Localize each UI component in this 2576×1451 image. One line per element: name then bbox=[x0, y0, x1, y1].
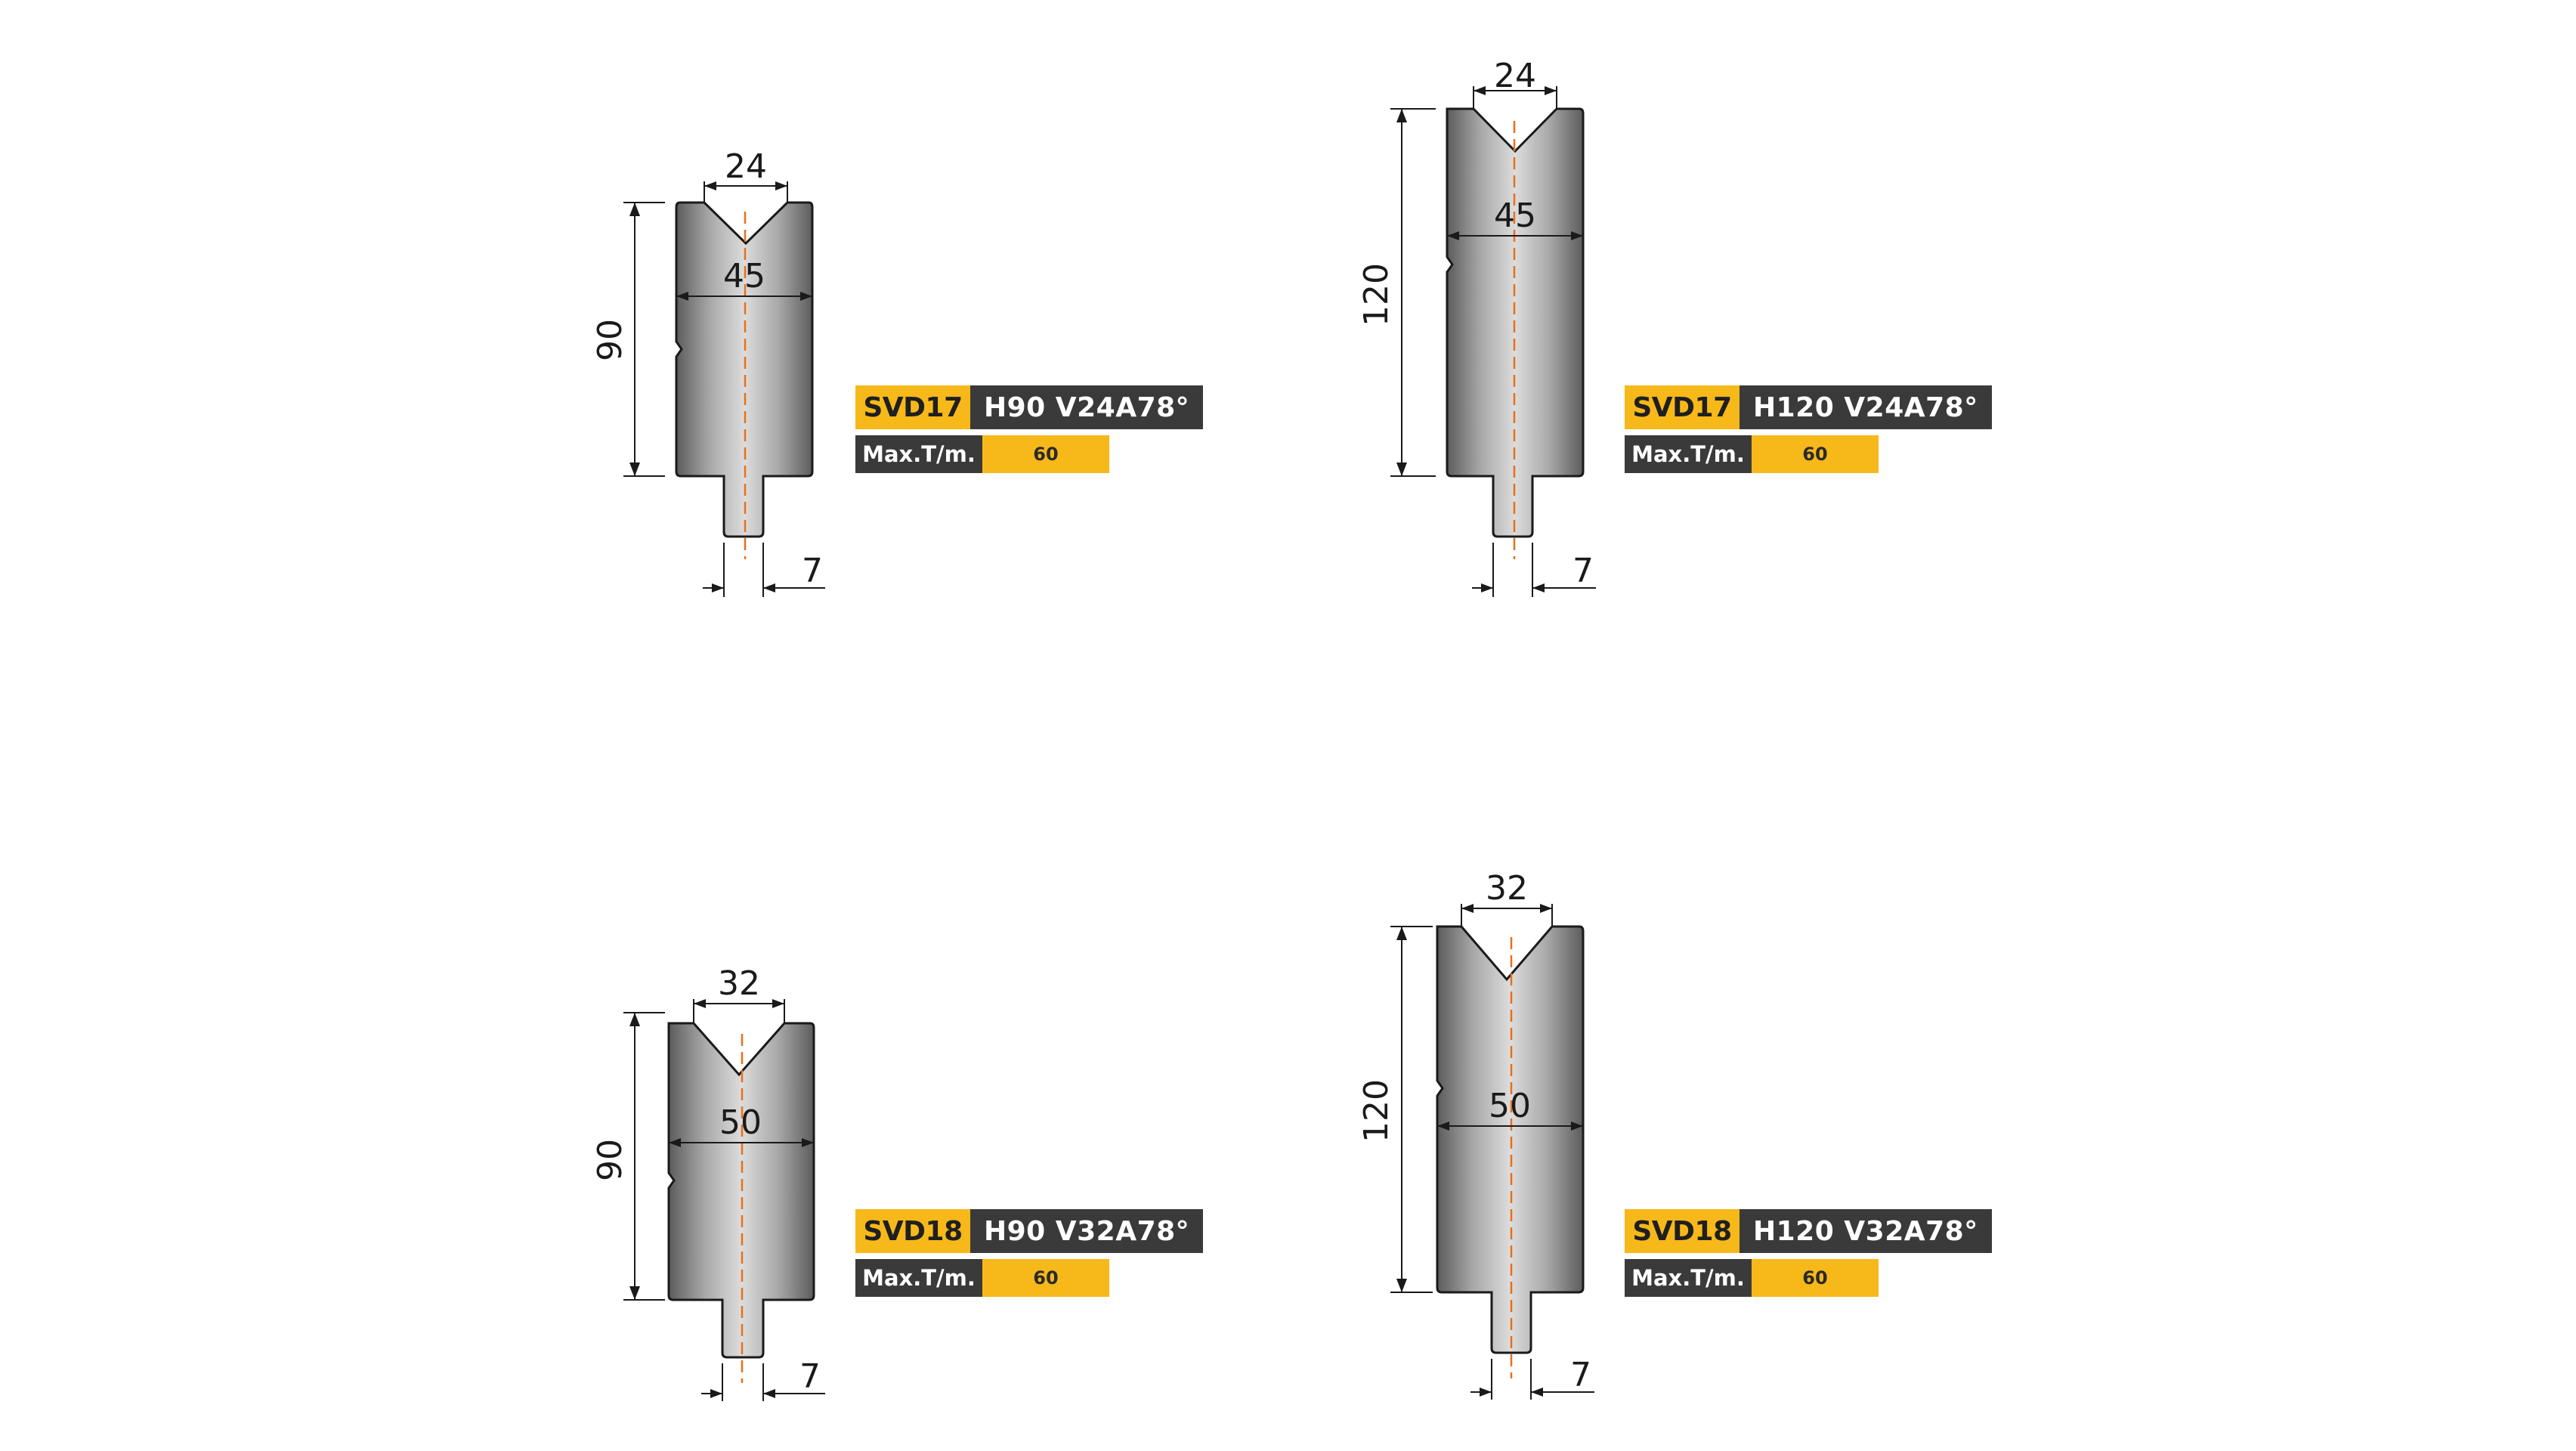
tool-spec: H120 V32A78° bbox=[1739, 1209, 1992, 1253]
tool-spec: H90 V32A78° bbox=[970, 1209, 1204, 1253]
spec-label: SVD18 H90 V32A78° Max.T/m. 60 bbox=[855, 1209, 1204, 1297]
max-load-label: Max.T/m. bbox=[855, 1259, 982, 1297]
tang-dim-label: 7 bbox=[799, 1357, 821, 1396]
width-dim-label: 45 bbox=[1494, 196, 1536, 235]
spec-label: SVD17 H90 V24A78° Max.T/m. 60 bbox=[855, 385, 1204, 473]
spec-label: SVD17 H120 V24A78° Max.T/m. 60 bbox=[1625, 385, 1992, 473]
height-dim-label: 120 bbox=[1357, 1079, 1396, 1143]
tool-code: SVD17 bbox=[1625, 385, 1739, 429]
die-drawing: 120 32 50 7 bbox=[1357, 869, 1594, 1400]
max-load-label: Max.T/m. bbox=[1625, 435, 1752, 473]
max-load-value: 60 bbox=[982, 1259, 1109, 1297]
tang-dim-label: 7 bbox=[1570, 1356, 1591, 1394]
max-load-value: 60 bbox=[982, 435, 1109, 473]
die-drawing: 90 24 45 7 bbox=[591, 147, 825, 597]
tool-svd17-h120: 120 24 45 7 SVD17 H120 V24A78° bbox=[1357, 45, 1995, 620]
die-body bbox=[675, 201, 814, 538]
max-load-label: Max.T/m. bbox=[855, 435, 982, 473]
v-opening-dim-label: 24 bbox=[1494, 57, 1536, 95]
tool-svd18-h90: 90 32 50 7 SVD18 H90 V32A78° bbox=[589, 945, 1224, 1428]
v-opening-dim-label: 32 bbox=[1486, 869, 1528, 908]
height-dim-label: 120 bbox=[1357, 263, 1396, 326]
width-dim-label: 45 bbox=[723, 257, 765, 295]
spec-label: SVD18 H120 V32A78° Max.T/m. 60 bbox=[1625, 1209, 1992, 1297]
width-dim-label: 50 bbox=[1489, 1087, 1531, 1125]
die-body bbox=[1436, 925, 1585, 1354]
tool-spec: H120 V24A78° bbox=[1739, 385, 1992, 429]
max-load-value: 60 bbox=[1752, 435, 1879, 473]
height-dim-label: 90 bbox=[591, 1139, 629, 1181]
v-opening-dim-label: 24 bbox=[725, 147, 767, 186]
tool-code: SVD18 bbox=[1625, 1209, 1739, 1253]
max-load-value: 60 bbox=[1752, 1259, 1879, 1297]
tool-spec: H90 V24A78° bbox=[970, 385, 1204, 429]
tool-code: SVD17 bbox=[855, 385, 970, 429]
tang-dim-label: 7 bbox=[802, 552, 823, 590]
tool-code: SVD18 bbox=[855, 1209, 970, 1253]
die-drawing: 90 32 50 7 bbox=[591, 964, 825, 1401]
v-opening-dim-label: 32 bbox=[718, 964, 760, 1003]
width-dim-label: 50 bbox=[719, 1103, 762, 1142]
die-drawing: 120 24 45 7 bbox=[1357, 57, 1596, 597]
max-load-label: Max.T/m. bbox=[1625, 1259, 1752, 1297]
height-dim-label: 90 bbox=[591, 319, 629, 361]
tool-svd18-h120: 120 32 50 7 SVD18 H120 V32A78° bbox=[1357, 862, 1995, 1436]
tool-svd17-h90: 90 24 45 7 SVD17 H90 V24A78° bbox=[589, 136, 1224, 620]
tang-dim-label: 7 bbox=[1573, 552, 1594, 590]
